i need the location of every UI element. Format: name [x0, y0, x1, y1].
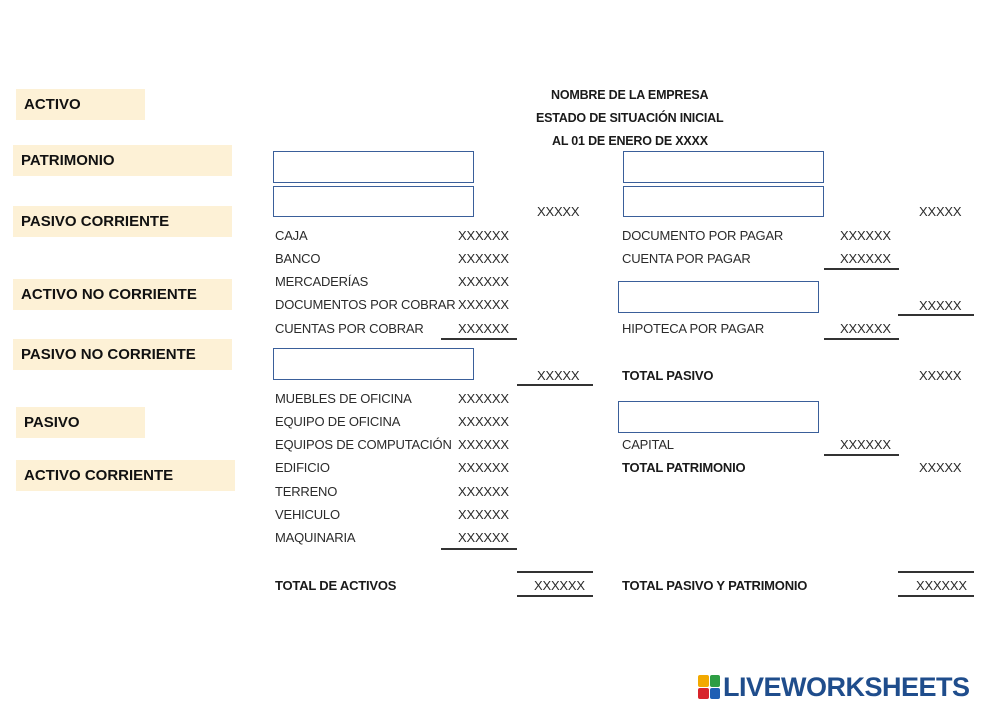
statement-date: AL 01 DE ENERO DE XXXX — [552, 134, 708, 148]
line-label: TERRENO — [275, 484, 338, 499]
line-value: XXXXXX — [458, 321, 509, 336]
line-value: XXXXXX — [458, 530, 509, 545]
liveworksheets-logo: LIVEWORKSHEETS — [698, 672, 970, 702]
subtotal-underline — [441, 338, 517, 340]
pasivo-corriente-total: XXXXX — [919, 204, 962, 219]
line-label: MAQUINARIA — [275, 530, 356, 545]
subtotal-underline — [441, 548, 517, 550]
total-double-underline — [517, 595, 593, 597]
pasivo-no-corriente-total: XXXXX — [919, 298, 962, 313]
drop-box-right-3[interactable] — [618, 281, 819, 313]
line-label: BANCO — [275, 251, 321, 266]
total-activos-value: XXXXXX — [534, 578, 585, 593]
total-overline — [898, 571, 974, 573]
chip-pasivo-no-corriente[interactable]: PASIVO NO CORRIENTE — [13, 339, 232, 370]
total-pasivo-patrimonio-label: TOTAL PASIVO Y PATRIMONIO — [622, 578, 808, 593]
brand-name: LIVEWORKSHEETS — [723, 671, 970, 702]
line-label: CAJA — [275, 228, 308, 243]
total-patrimonio-value: XXXXX — [919, 460, 962, 475]
line-value: XXXXXX — [458, 460, 509, 475]
chip-pasivo[interactable]: PASIVO — [16, 407, 145, 438]
liveworksheets-icon — [698, 675, 720, 699]
total-overline — [517, 571, 593, 573]
subtotal-underline — [824, 268, 899, 270]
drop-box-left-3[interactable] — [273, 348, 474, 380]
total-pasivo-label: TOTAL PASIVO — [622, 368, 714, 383]
line-label: EQUIPO DE OFICINA — [275, 414, 401, 429]
drop-box-right-2[interactable] — [623, 186, 824, 217]
line-value: XXXXXX — [840, 228, 891, 243]
chip-activo-no-corriente[interactable]: ACTIVO NO CORRIENTE — [13, 279, 232, 310]
drop-box-right-4[interactable] — [618, 401, 819, 433]
line-label: HIPOTECA POR PAGAR — [622, 321, 765, 336]
line-label: CAPITAL — [622, 437, 674, 452]
total-patrimonio-label: TOTAL PATRIMONIO — [622, 460, 746, 475]
line-value: XXXXXX — [458, 297, 509, 312]
total-pasivo-value: XXXXX — [919, 368, 962, 383]
line-value: XXXXXX — [840, 321, 891, 336]
line-value: XXXXXX — [458, 414, 509, 429]
drop-box-left-2[interactable] — [273, 186, 474, 217]
drop-box-right-1[interactable] — [623, 151, 824, 183]
line-value: XXXXXX — [458, 437, 509, 452]
line-label: CUENTA POR PAGAR — [622, 251, 751, 266]
chip-activo[interactable]: ACTIVO — [16, 89, 145, 120]
total-double-underline — [898, 595, 974, 597]
statement-title: ESTADO DE SITUACIÓN INICIAL — [536, 111, 724, 125]
line-value: XXXXXX — [840, 437, 891, 452]
line-label: EQUIPOS DE COMPUTACIÓN — [275, 437, 452, 452]
subtotal-underline — [824, 454, 899, 456]
chip-patrimonio[interactable]: PATRIMONIO — [13, 145, 232, 176]
total-activos-label: TOTAL DE ACTIVOS — [275, 578, 397, 593]
line-label: MUEBLES DE OFICINA — [275, 391, 412, 406]
line-label: VEHICULO — [275, 507, 340, 522]
line-value: XXXXXX — [458, 251, 509, 266]
total-pasivo-patrimonio-value: XXXXXX — [916, 578, 967, 593]
line-label: MERCADERÍAS — [275, 274, 369, 289]
subtotal-underline — [824, 338, 899, 340]
line-label: DOCUMENTOS POR COBRAR — [275, 297, 456, 312]
line-value: XXXXXX — [458, 484, 509, 499]
drop-box-left-1[interactable] — [273, 151, 474, 183]
chip-pasivo-corriente[interactable]: PASIVO CORRIENTE — [13, 206, 232, 237]
line-value: XXXXXX — [840, 251, 891, 266]
chip-activo-corriente[interactable]: ACTIVO CORRIENTE — [16, 460, 235, 491]
line-value: XXXXXX — [458, 391, 509, 406]
subtotal-underline — [517, 384, 593, 386]
line-value: XXXXXX — [458, 274, 509, 289]
line-label: CUENTAS POR COBRAR — [275, 321, 424, 336]
line-value: XXXXXX — [458, 507, 509, 522]
line-label: DOCUMENTO POR PAGAR — [622, 228, 784, 243]
subtotal-underline — [898, 314, 974, 316]
line-label: EDIFICIO — [275, 460, 330, 475]
company-name: NOMBRE DE LA EMPRESA — [551, 88, 709, 102]
activo-no-corriente-total: XXXXX — [537, 368, 580, 383]
line-value: XXXXXX — [458, 228, 509, 243]
activo-corriente-total: XXXXX — [537, 204, 580, 219]
